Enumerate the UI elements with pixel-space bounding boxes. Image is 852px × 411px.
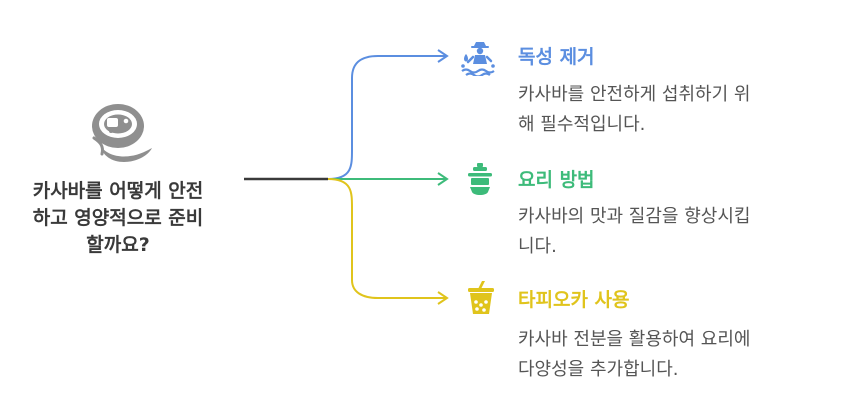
branch-title-1: 독성 제거: [518, 46, 595, 68]
branch-title-3: 타피오카 사용: [518, 289, 630, 311]
branch-desc-1-line-1: 카사바를 안전하게 섭취하기 위: [518, 84, 751, 105]
branch-desc-2: 카사바의 맛과 질감을 향상시킵 니다.: [518, 202, 838, 262]
cassava-root-icon: [92, 104, 152, 162]
arrow-branch-2: [437, 172, 449, 186]
branch-title-2: 요리 방법: [518, 169, 595, 191]
arrow-branch-1: [437, 49, 449, 63]
branch-desc-2-line-1: 카사바의 맛과 질감을 향상시킵: [518, 206, 751, 227]
branch-desc-2-line-2: 니다.: [518, 236, 557, 257]
branch-desc-3: 카사바 전분을 활용하여 요리에 다양성을 추가합니다.: [518, 325, 838, 385]
bubble-tea-icon: [468, 281, 494, 314]
arrow-branch-3: [437, 291, 449, 305]
branch-desc-1-line-2: 해 필수적입니다.: [518, 114, 646, 135]
connector-branch-1: [327, 55, 446, 180]
branch-desc-1: 카사바를 안전하게 섭취하기 위 해 필수적입니다.: [518, 80, 838, 140]
washing-person-icon: [461, 42, 495, 76]
central-line-3: 할까요?: [86, 234, 150, 256]
branch-desc-3-line-2: 다양성을 추가합니다.: [518, 359, 679, 380]
connector-branch-3: [327, 178, 446, 299]
central-line-2: 하고 영양적으로 준비: [32, 207, 204, 229]
juicer-icon: [468, 163, 492, 195]
branch-desc-3-line-1: 카사바 전분을 활용하여 요리에: [518, 329, 751, 350]
central-line-1: 카사바를 어떻게 안전: [32, 180, 204, 202]
central-question: 카사바를 어떻게 안전 하고 영양적으로 준비 할까요?: [2, 178, 234, 259]
